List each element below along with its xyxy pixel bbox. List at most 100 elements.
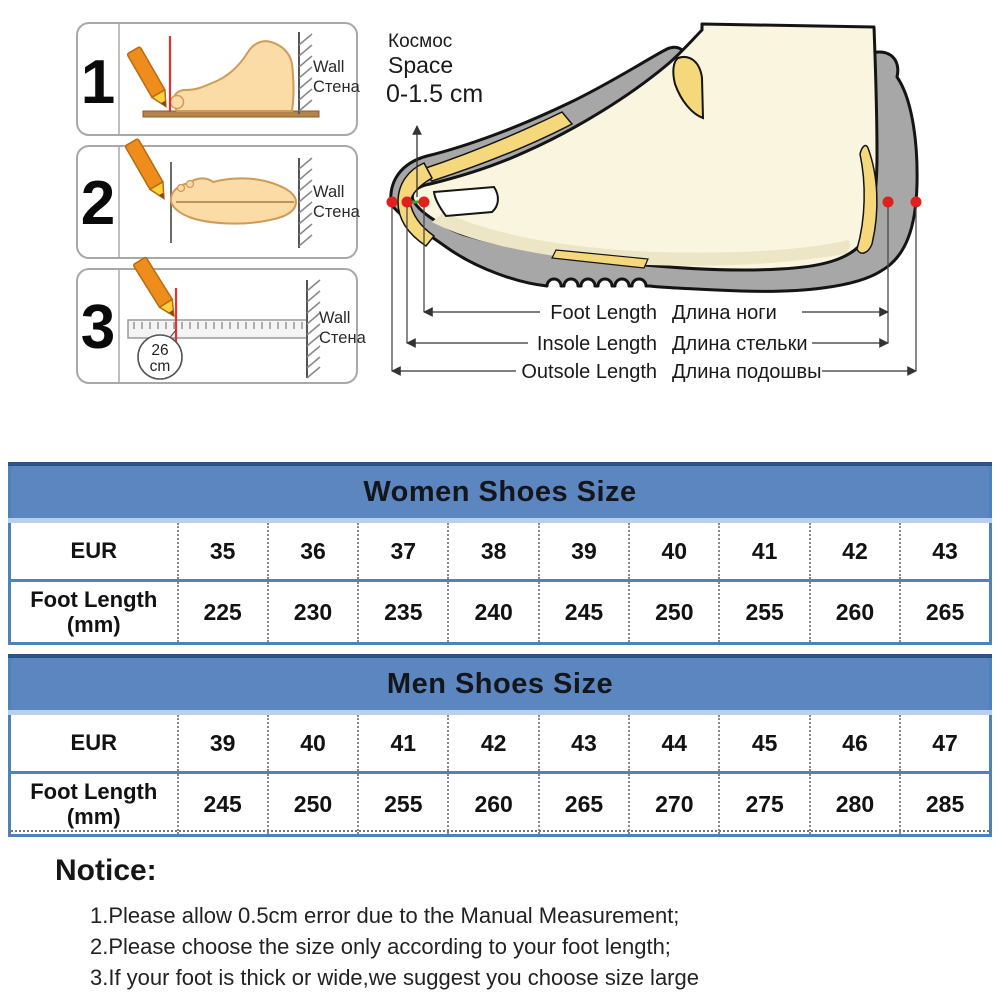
pencil-icon [126,46,167,109]
size-cell: 37 [357,520,449,581]
wall-label-ru: Стена [313,78,361,96]
toe-space-label: Космос Space 0-1.5 cm [386,31,483,197]
wall-hatch-icon [298,157,313,248]
size-cell: 44 [628,712,720,773]
ruler-ticks [133,322,303,329]
length-cell: 245 [537,579,630,644]
toe-upper-lining [418,111,574,182]
eur-row-label: EUR [9,520,178,581]
length-cell: 275 [718,771,810,836]
length-cell: 265 [899,579,991,644]
wall-label-ru: Стена [313,203,361,221]
length-cell: 255 [357,771,449,836]
men-table-underline [8,830,992,832]
foot-length-label-line2: (mm) [66,804,121,829]
step-3-box: 3 26 cm Wall Стена [76,256,367,384]
foot-side-illustration [172,40,295,112]
insole-length-label-en: Insole Length [537,333,657,355]
foot-sole-shade [432,212,851,266]
size-cell: 45 [718,712,810,773]
label-backdrop [540,298,802,324]
big-toe [169,94,185,110]
outsole-length-label-en: Outsole Length [521,361,657,383]
measure-guide-lines [391,206,917,371]
space-range-value: 0-1.5 cm [386,80,483,108]
step-1-number: 1 [81,48,115,117]
ruler-unit: cm [150,358,171,375]
shoe-cross-section-illustration [386,22,922,293]
measure-point-dot [401,196,413,208]
length-cell: 245 [176,771,268,836]
step-3-number: 3 [81,293,115,362]
wall-label-ru: Стена [319,329,367,347]
step-2-box: 2 Wall Стена [76,138,361,259]
size-cell: 39 [176,712,268,773]
wall-label-en: Wall [319,309,350,327]
foot-length-row-label: Foot Length (mm) [9,771,178,836]
space-label-en: Space [388,52,453,78]
length-cell: 225 [176,579,268,644]
wall-label-en: Wall [313,183,344,201]
length-cell: 255 [718,579,810,644]
step-2-number: 2 [81,169,115,238]
size-cell: 40 [628,520,720,581]
notice-item-1: 1.Please allow 0.5cm error due to the Ma… [90,903,680,928]
wall-hatch-icon [306,279,321,379]
notice-section: Notice: 1.Please allow 0.5cm error due t… [55,854,955,993]
midsole-lining [551,249,649,269]
notice-title: Notice: [55,854,157,887]
insole-length-label-ru: Длина стельки [672,333,808,355]
women-eur-row: EUR 35 36 37 38 39 40 41 42 43 [9,520,991,581]
measure-point-dot [882,196,894,208]
eur-row-label: EUR [9,712,178,773]
women-foot-length-row: Foot Length (mm) 225 230 235 240 245 250… [9,579,991,644]
length-cell: 260 [447,771,539,836]
size-cell: 46 [808,712,901,773]
length-cell: 285 [899,771,991,836]
women-size-table: Women Shoes Size EUR 35 36 37 38 39 40 4… [8,462,992,645]
pencil-icon [133,256,175,318]
length-cell: 250 [628,579,720,644]
outsole-length-label-ru: Длина подошвы [672,361,821,383]
label-backdrop [516,357,822,383]
size-cell: 38 [447,520,539,581]
heel-lining [856,144,878,254]
measure-point-dot [418,196,430,208]
size-cell: 43 [537,712,630,773]
men-table-title: Men Shoes Size [9,656,991,715]
length-cell: 265 [537,771,630,836]
size-cell: 42 [447,712,539,773]
size-cell: 35 [176,520,268,581]
length-cell: 235 [357,579,449,644]
notice-item-3: 3.If your foot is thick or wide,we sugge… [90,965,699,990]
women-table-title: Women Shoes Size [9,464,991,523]
men-foot-length-row: Foot Length (mm) 245 250 255 260 265 270… [9,771,991,836]
outsole-length-measure: Outsole Length Длина подошвы [391,357,917,383]
length-cell: 230 [266,579,359,644]
foot-length-measure: Foot Length Длина ноги [423,298,889,324]
foot-length-row-label: Foot Length (mm) [9,579,178,644]
wall-label-en: Wall [313,58,344,76]
measuring-instructions-diagram: 1 Wall Стена 2 [76,22,922,384]
toe-detail [185,179,195,189]
size-cell: 40 [266,712,359,773]
pencil-icon [124,138,165,201]
size-cell: 39 [537,520,630,581]
length-cell: 240 [447,579,539,644]
toe-detail [176,183,186,193]
foot-length-label-ru: Длина ноги [672,302,777,324]
collar-padding [672,56,705,120]
notice-item-2: 2.Please choose the size only according … [90,934,671,959]
size-cell: 42 [808,520,901,581]
space-label-ru: Космос [388,31,452,52]
men-size-table: Men Shoes Size EUR 39 40 41 42 43 44 45 … [8,654,992,837]
length-cell: 260 [808,579,901,644]
size-cell: 41 [357,712,449,773]
toe-space-insert [432,185,499,218]
measure-point-dot [910,196,922,208]
label-backdrop [528,329,812,355]
measurement-bubble [137,334,183,380]
foot-length-label-line2: (mm) [66,612,121,637]
length-cell: 270 [628,771,720,836]
men-eur-row: EUR 39 40 41 42 43 44 45 46 47 [9,712,991,773]
